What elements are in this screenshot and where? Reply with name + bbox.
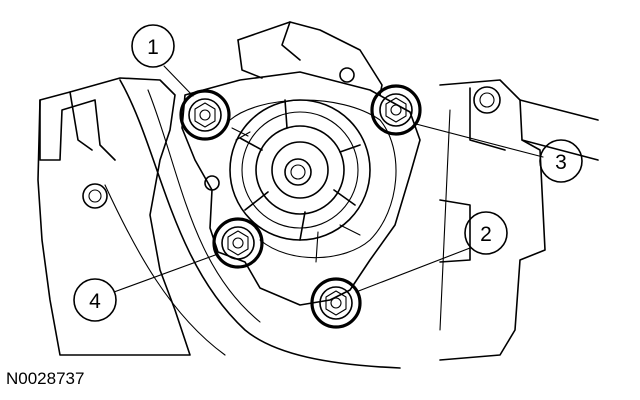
callout-1-label: 1 [147,36,159,59]
engine-block-outline [37,21,599,369]
leader-line-3 [415,123,544,158]
callout-1: 1 [131,24,175,68]
callout-3: 3 [539,139,583,183]
bolt-3 [370,84,422,136]
callout-4-label: 4 [89,290,101,313]
callout-4: 4 [73,278,117,322]
bolt-4 [212,217,264,269]
leader-lines [113,65,544,293]
callout-2-label: 2 [480,223,492,246]
reference-code: N0028737 [6,369,84,388]
water-pump-housing [181,71,421,306]
bolt-2 [310,277,362,329]
callout-2: 2 [464,211,508,255]
leader-line-1 [163,65,194,97]
leader-line-4 [113,253,219,293]
leader-line-2 [355,247,471,293]
bolt-1 [179,89,231,141]
callout-3-label: 3 [555,151,567,174]
